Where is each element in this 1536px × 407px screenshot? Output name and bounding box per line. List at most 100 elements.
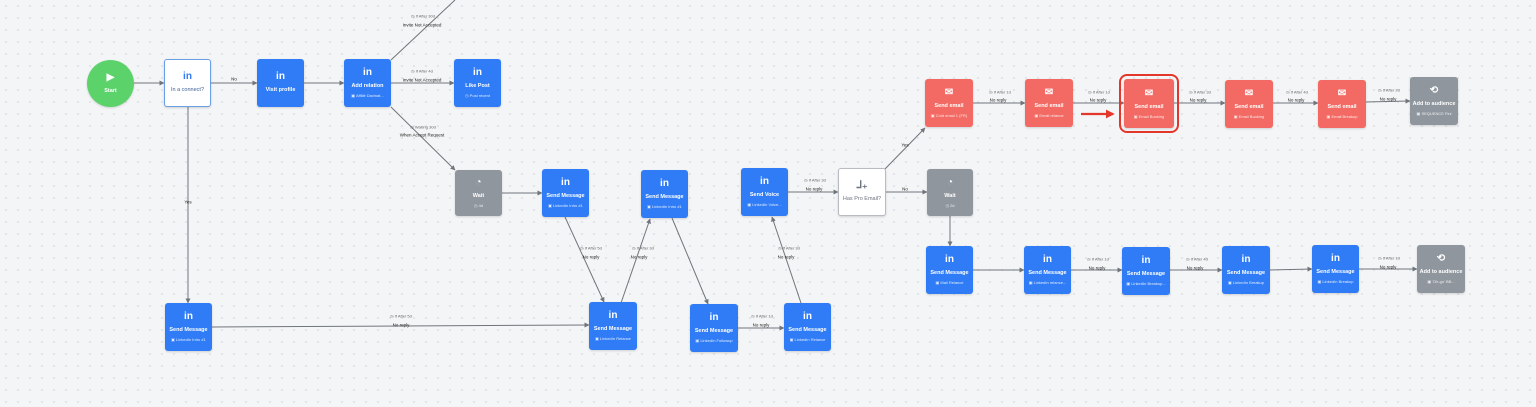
node-subtitle: ▣ LinkedIn Intro #1 [548,203,583,208]
edge-label-no-reply: No reply [392,322,410,328]
linkedin-icon: in [561,177,570,188]
mail-icon: ✉ [1337,88,1347,99]
mail-icon: ✉ [944,87,954,98]
node-title: Add to audience [1412,101,1456,107]
edge-label-delay: ◷ If After 5d [580,245,602,251]
edge-label-no-reply: No reply [1379,264,1397,270]
node-title: Send email [1034,103,1064,109]
wait-node-2[interactable]: ◔ Wait ◷ 2d [927,169,973,216]
node-subtitle: ▣ Email Booking [1133,113,1165,119]
add-to-audience-node-1[interactable]: ⟲ Add to audience ▣ SEQUENCE Fini [1410,77,1458,125]
send-message-node-r3[interactable]: in Send Message ▣ LinkedIn Breakup... [1122,247,1170,295]
send-message-node-left[interactable]: in Send Message ▣ LinkedIn Intro #1 [165,303,212,351]
edge-label-delay: ◷ If After 3d [1189,89,1211,95]
start-node[interactable]: ▶ Start [87,60,134,107]
send-message-node-r4[interactable]: in Send Message ▣ LinkedIn Breakup [1222,246,1270,294]
node-title: Send Message [1316,269,1355,275]
node-subtitle: ▣ LinkedIn Intro #1 [647,204,682,209]
node-title: Send Message [645,194,684,200]
send-message-node-3[interactable]: in Send Message ▣ LinkedIn Relance [589,302,637,350]
send-message-node-r5[interactable]: in Send Message ▣ LinkedIn Breakup [1312,245,1359,293]
send-message-node-1[interactable]: in Send Message ▣ LinkedIn Intro #1 [542,169,589,217]
clock-icon: ◔ [946,176,954,188]
send-message-node-4[interactable]: in Send Message ▣ LinkedIn Followup [690,304,738,352]
node-subtitle: ▣ Mail Relance [935,280,964,285]
linkedin-icon: in [363,67,372,78]
edge-label-delay: ◷ If After 3d [804,177,826,183]
node-subtitle: ▣ LinkedIn Relance [595,336,631,341]
edge-label-delay: ◷ If After 3d [632,245,654,251]
node-title: Wait [944,192,956,199]
edge-msgleft-msg3 [211,322,590,328]
linkedin-icon: in [184,311,193,322]
send-message-node-2[interactable]: in Send Message ▣ LinkedIn Intro #1 [641,170,688,218]
node-subtitle: ◷ 4d [473,203,484,208]
edge-label-delay: ◷ If After 30d [411,13,435,19]
edge-haspro-email1 [883,127,926,171]
send-email-node-2[interactable]: ✉ Send email ▣ Email relance [1025,79,1073,127]
send-message-node-r2[interactable]: in Send Message ▣ LinkedIn relance... [1024,246,1071,294]
send-message-node-5[interactable]: in Send Message ▣ LinkedIn Relance [784,303,831,351]
node-title: Send Message [930,270,969,276]
edge-label-no-reply: No reply [1089,97,1107,103]
linkedin-icon: in [709,312,719,323]
send-email-node-4[interactable]: ✉ Send email ▣ Email Booking [1225,80,1273,128]
add-relation-node[interactable]: in Add relation ▣ Affilié Davinat... [344,59,391,107]
visit-profile-node[interactable]: in Visit profile [257,59,304,107]
edge-email5-aud1 [1365,98,1411,104]
node-subtitle: ◷ Post récent [465,93,490,98]
edge-label-delay: ◷ If After 5d [390,313,412,319]
like-post-node[interactable]: in Like Post ◷ Post récent [454,59,501,107]
edge-msg3-msg2 [620,218,651,304]
edge-label-yes: Yes [184,199,192,205]
node-title: Add relation [351,83,384,89]
edge-rmsg4-rmsg5 [1269,266,1313,272]
linkedin-icon: in [276,71,285,82]
edge-label-delay: ◷ If After 1d [1378,255,1400,261]
edge-label-delay: ◷ If After 4d [1186,256,1208,262]
edge-label-yes: Yes [901,142,909,148]
node-title: Send Message [1126,271,1166,277]
node-title: Wait [472,193,485,199]
edge-msg2-msg4 [671,217,709,305]
edge-label-no: No [231,76,237,82]
mail-icon: ✉ [1244,88,1254,99]
in-a-connect-node[interactable]: in In a connect? [164,59,211,107]
send-email-node-5[interactable]: ✉ Send email ▣ Email Breakup [1318,80,1366,128]
linkedin-icon: in [183,71,192,82]
node-subtitle: ▣ Cold email 1 (FR) [930,113,968,118]
node-subtitle: ◷ 2d [945,202,955,208]
send-message-node-r1[interactable]: in Send Message ▣ Mail Relance [926,246,973,294]
edge-label-no: No [902,186,908,192]
edge-label-delay: ◷ If After 1d [751,313,773,319]
node-title: Send Message [546,193,585,199]
audience-icon: ⟲ [1429,85,1439,96]
send-email-node-1[interactable]: ✉ Send email ▣ Cold email 1 (FR) [925,79,973,127]
node-subtitle: ▣ LinkedIn Relance [789,337,826,342]
send-voice-node[interactable]: in Send Voice ▣ LinkedIn Voice... [741,168,788,216]
send-email-node-3[interactable]: ✉ Send email ▣ Email Booking [1119,74,1179,133]
linkedin-icon: in [1241,254,1251,265]
linkedin-icon: in [945,254,954,265]
edge-label-no-reply: No reply [630,254,648,260]
linkedin-icon: in [608,310,618,321]
node-subtitle: ▣ Affilié Davinat... [351,93,384,98]
edge-label-delay: ◷ If After 4d [411,68,433,74]
linkedin-icon: in [473,67,482,78]
wait-node-1[interactable]: ◔ Wait ◷ 4d [455,170,502,216]
edge-label-delay: ◷ If After 3d [778,245,800,251]
mail-icon: ✉ [1044,87,1054,98]
play-icon: ▶ [106,71,115,83]
edge-label-no-reply: No reply [1189,97,1207,103]
linkedin-icon: in [1331,253,1340,264]
add-to-audience-node-2[interactable]: ⟲ Add to audience ▣ 'Oh-go' BB... [1417,245,1465,293]
edge-msg1-msg3 [564,216,605,303]
node-subtitle: ▣ Email relance [1034,113,1064,118]
edge-label-no-reply: No reply [1379,96,1397,102]
node-title: Send Message [694,328,734,334]
node-title: Send email [1134,103,1164,110]
node-subtitle: ▣ LinkedIn relance... [1028,280,1067,285]
linkedin-icon: in [1141,255,1151,266]
has-pro-email-node[interactable]: ⅃₊ Has Pro Email? [838,168,886,216]
